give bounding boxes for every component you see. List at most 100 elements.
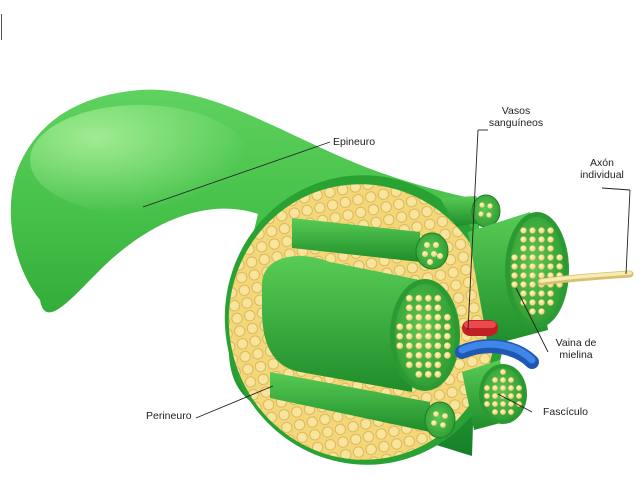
axon-dot (547, 236, 554, 243)
leader-lines (142, 129, 631, 419)
axon-dot (492, 385, 499, 392)
axon-dot (434, 323, 442, 331)
axon-dot (508, 409, 515, 416)
axon-dot (434, 351, 442, 359)
axon-dot (529, 272, 536, 279)
axon-dot (405, 342, 413, 350)
axon-dot (511, 263, 518, 270)
axon-dot (415, 304, 423, 312)
axon-dot (434, 332, 442, 340)
axon-dot (415, 323, 423, 331)
axon-dot (443, 351, 451, 359)
label-fasciculo: Fascículo (543, 406, 588, 418)
axon-dot (396, 332, 404, 340)
axon-dot (396, 323, 404, 331)
axon-dot (405, 323, 413, 331)
axon-dot (434, 361, 442, 369)
axon-dot (520, 263, 527, 270)
axon-dot (434, 294, 442, 302)
axon-dot (529, 227, 536, 234)
axon-dot (511, 272, 518, 279)
axon-dot (538, 254, 545, 261)
fascicle-lower-left (270, 372, 456, 439)
axon-dot (500, 369, 507, 376)
axon-dot (405, 304, 413, 312)
axon-dot (529, 236, 536, 243)
axon-dot (405, 351, 413, 359)
axon-dot (434, 370, 442, 378)
axon-dot (538, 263, 545, 270)
axon-dot (492, 393, 499, 400)
axon-dot (405, 361, 413, 369)
label-perineuro: Perineuro (146, 410, 192, 422)
label-axon-line1: Axón (590, 157, 614, 169)
label-vaina-line2: mielina (559, 349, 593, 361)
axon-dot (405, 294, 413, 302)
axon-dot (520, 290, 527, 297)
label-epineuro: Epineuro (333, 136, 376, 148)
axon-dot (424, 294, 432, 302)
axon-dot (434, 313, 442, 321)
axon-dot (434, 304, 442, 312)
axon-dot (500, 385, 507, 392)
axon-dot (516, 393, 523, 400)
axon-dot (520, 281, 527, 288)
axon-dot (547, 227, 554, 234)
axon-dot (443, 323, 451, 331)
axon-dot (516, 385, 523, 392)
axon-dot (556, 263, 563, 270)
axon-dot (492, 401, 499, 408)
fascicle-top (440, 194, 501, 228)
label-vasos-line1: Vasos (501, 105, 531, 117)
axon-dot (500, 377, 507, 384)
label-axon-line2: individual (580, 169, 624, 181)
axon-dot (434, 342, 442, 350)
axon-dot (415, 313, 423, 321)
axon-dot (424, 332, 432, 340)
label-axon-individual: Axón individual (572, 157, 632, 181)
axon-dot (508, 377, 515, 384)
axon-dot (529, 254, 536, 261)
label-vasos-sanguineos: Vasos sanguíneos (486, 105, 546, 129)
axon-dot (415, 342, 423, 350)
axon-dot (484, 401, 491, 408)
axon-dot (508, 393, 515, 400)
axon-dot (424, 304, 432, 312)
corner-mark (1, 14, 2, 40)
axon-dot (529, 290, 536, 297)
axon-dot (538, 299, 545, 306)
axon-dot (405, 332, 413, 340)
axon-dot (424, 370, 432, 378)
fascicle-upper-left (292, 218, 449, 270)
axon-dot (415, 351, 423, 359)
axon-dot (556, 254, 563, 261)
axon-dot (511, 254, 518, 261)
axon-dot (538, 308, 545, 315)
axon-dot (547, 254, 554, 261)
fascicle-axons-lower (484, 369, 523, 416)
axon-dot (500, 401, 507, 408)
axon-dot (520, 245, 527, 252)
axon-dot (547, 299, 554, 306)
fascicle-axons-right (511, 227, 563, 315)
axon-dot (405, 313, 413, 321)
axon-dot (538, 227, 545, 234)
axon-dot (396, 342, 404, 350)
axon-dot (538, 290, 545, 297)
axon-dot (520, 272, 527, 279)
axon-dot (547, 263, 554, 270)
individual-axon (537, 270, 634, 286)
axon-dot (508, 385, 515, 392)
label-vasos-line2: sanguíneos (488, 117, 544, 129)
axon-dot (492, 377, 499, 384)
axon-dot (538, 236, 545, 243)
axon-dot (415, 294, 423, 302)
axon-dot (484, 393, 491, 400)
fascicle-axons-large (396, 294, 451, 378)
axon-dot (520, 236, 527, 243)
axon-dot (424, 323, 432, 331)
label-vaina-mielina: Vaina de mielina (549, 337, 603, 361)
axon-dot (547, 245, 554, 252)
